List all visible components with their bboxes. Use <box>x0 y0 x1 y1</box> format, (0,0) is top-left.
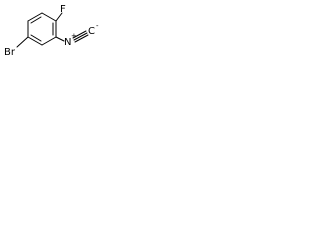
fluorine-bond <box>55 12 63 22</box>
carbon-charge: - <box>96 22 99 30</box>
ring-double-bond-top <box>30 16 42 24</box>
ring-bond-3 <box>41 36 57 46</box>
triple-bond-line-1 <box>72 30 87 39</box>
bromine-label: Br <box>4 47 16 58</box>
bromine-bond <box>16 36 29 48</box>
ring-bond-6 <box>27 12 43 22</box>
ring-bond-4 <box>27 36 43 46</box>
triple-bond-line-3 <box>74 34 89 43</box>
triple-bond-line-2 <box>73 32 88 41</box>
fluorine-label: F <box>60 4 66 15</box>
ring-double-bond-bottom <box>30 34 42 42</box>
nitrogen-charge: + <box>71 32 77 40</box>
isocyanide-bond <box>55 36 65 42</box>
structure-svg: F Br N C + - <box>4 4 99 58</box>
ring-bond-1 <box>41 12 57 22</box>
nitrogen-label: N <box>64 37 71 48</box>
molecule-diagram: F Br N C + - <box>0 0 109 74</box>
carbon-label: C <box>88 26 95 37</box>
